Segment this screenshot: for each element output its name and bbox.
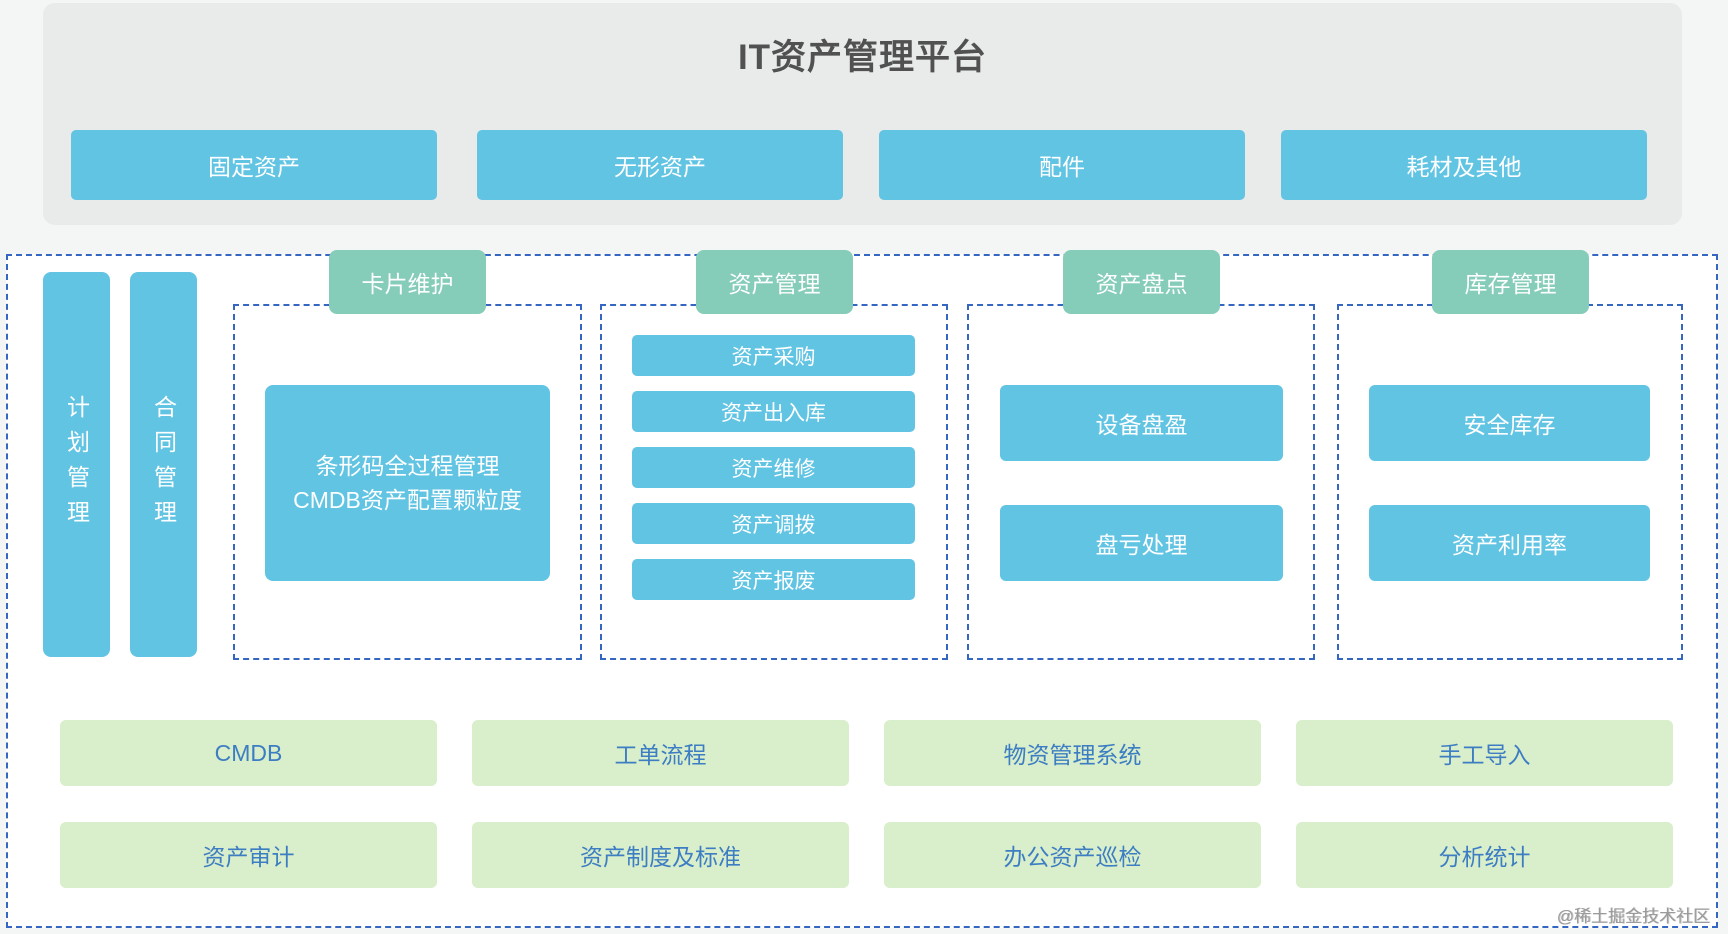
column-tab-asset-inventory: 资产盘点: [1063, 250, 1220, 314]
category-block-intangible-assets: 无形资产: [477, 130, 843, 200]
block-asset-audit: 资产审计: [60, 822, 437, 888]
block-material-system: 物资管理系统: [884, 720, 1261, 786]
column-tab-stock-management: 库存管理: [1432, 250, 1589, 314]
block-manual-import: 手工导入: [1296, 720, 1673, 786]
column-tab-card-maintenance: 卡片维护: [329, 250, 486, 314]
column-box-stock-management: [1337, 304, 1683, 660]
block-work-order-flow: 工单流程: [472, 720, 849, 786]
cmdb-granularity-line: CMDB资产配置颗粒度: [293, 487, 522, 513]
block-office-asset-patrol: 办公资产巡检: [884, 822, 1261, 888]
category-block-fixed-assets: 固定资产: [71, 130, 437, 200]
block-analysis-statistics: 分析统计: [1296, 822, 1673, 888]
block-asset-purchase: 资产采购: [632, 335, 915, 376]
side-bar-contract-management: 合同管理: [130, 272, 197, 657]
platform-header-panel: IT资产管理平台 固定资产 无形资产 配件 耗材及其他: [43, 3, 1682, 225]
block-safety-stock: 安全库存: [1369, 385, 1650, 461]
side-bar-plan-management: 计划管理: [43, 272, 110, 657]
block-asset-repair: 资产维修: [632, 447, 915, 488]
barcode-line: 条形码全过程管理: [315, 453, 500, 479]
column-tab-asset-management: 资产管理: [696, 250, 853, 314]
page-title: IT资产管理平台: [737, 38, 988, 77]
block-asset-scrap: 资产报废: [632, 559, 915, 600]
block-cmdb: CMDB: [60, 720, 437, 786]
block-asset-standards: 资产制度及标准: [472, 822, 849, 888]
block-surplus-equipment: 设备盘盈: [1000, 385, 1283, 461]
category-block-consumables: 耗材及其他: [1281, 130, 1647, 200]
block-utilization-rate: 资产利用率: [1369, 505, 1650, 581]
block-asset-in-out: 资产出入库: [632, 391, 915, 432]
column-box-asset-inventory: [967, 304, 1315, 660]
block-asset-transfer: 资产调拨: [632, 503, 915, 544]
barcode-cmdb-block: 条形码全过程管理 CMDB资产配置颗粒度: [265, 385, 550, 581]
site-watermark: @稀土掘金技术社区: [1556, 907, 1710, 926]
block-loss-handling: 盘亏处理: [1000, 505, 1283, 581]
category-block-accessories: 配件: [879, 130, 1245, 200]
